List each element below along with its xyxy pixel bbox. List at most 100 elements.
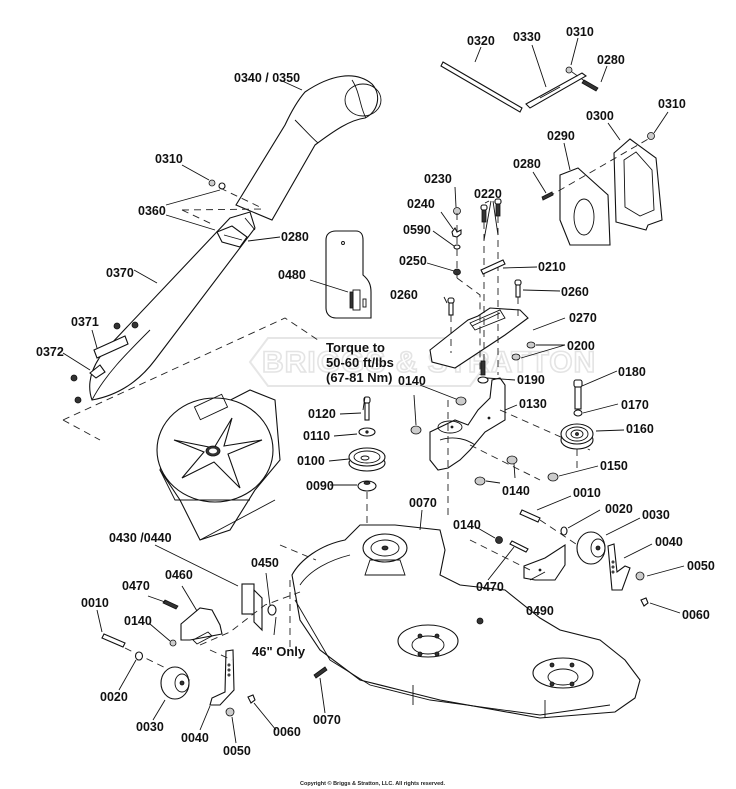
wheel-0030-left [160,666,190,700]
nut-0310-right [647,132,655,140]
label-0320: 0320 [467,34,495,48]
label-0120: 0120 [308,407,336,421]
plate-0270 [429,307,529,369]
bolt-0180 [573,379,583,410]
label-0370: 0370 [106,266,134,280]
nut-0150 [547,472,559,482]
nut-0140-b2 [506,455,518,465]
label-0190: 0190 [517,373,545,387]
bracket-0460 [180,607,223,645]
label-0460: 0460 [165,568,193,582]
label-0150: 0150 [600,459,628,473]
label-0430-0440: 0430 /0440 [109,531,172,545]
washer-0110 [358,427,376,437]
label-0070-top: 0070 [409,496,437,510]
chute-elbow-0340-0350 [235,75,382,221]
label-0090: 0090 [306,479,334,493]
wheel-0030-right [576,531,606,565]
label-0300: 0300 [586,109,614,123]
label-0140-a: 0140 [398,374,426,388]
washer-0020-left [134,651,144,661]
washer-0170 [573,409,583,417]
hardware-0310-0360 [181,179,263,226]
chute-tube-0370 [89,211,256,401]
nut-0140-a2 [455,396,467,406]
label-0490: 0490 [526,604,554,618]
blower-housing [156,389,281,541]
washer-0450 [267,604,277,616]
bolt-0120 [363,396,371,421]
plate-0300 [613,138,663,231]
label-0020-right: 0020 [605,502,633,516]
label-0140-c: 0140 [453,518,481,532]
label-0220: 0220 [474,187,502,201]
clip-0060-left [247,694,256,704]
screw-0280-mid [541,137,651,201]
label-0280-left: 0280 [281,230,309,244]
nut-0140-a1 [410,425,422,435]
label-0070-bottom: 0070 [313,713,341,727]
nut-0050-left [225,707,235,717]
clip-0060-right [640,597,649,607]
rod-0330 [525,72,587,109]
clip-0372 [70,364,106,404]
label-0040-left: 0040 [181,731,209,745]
label-0450: 0450 [251,556,279,570]
plate-0290 [559,167,611,246]
bracket-0130 [429,377,506,471]
label-0230: 0230 [424,172,452,186]
size-note: 46" Only [252,644,306,659]
label-0040-right: 0040 [655,535,683,549]
label-0050-left: 0050 [223,744,251,758]
label-0270: 0270 [569,311,597,325]
label-0130: 0130 [519,397,547,411]
label-0470-left: 0470 [122,579,150,593]
bolt-0260-left [447,297,455,353]
label-0480: 0480 [278,268,306,282]
copyright: Copyright © Briggs & Stratton, LLC. All … [300,780,446,787]
label-0030-right: 0030 [642,508,670,522]
label-0280-mid: 0280 [513,157,541,171]
label-0140-d: 0140 [124,614,152,628]
label-0590: 0590 [403,223,431,237]
bolt-0190 [477,360,489,384]
bracket-0040-left [209,649,235,706]
latch-0371 [93,321,139,359]
bearing-0090 [357,480,377,492]
washer-0020-right [560,526,568,536]
rod-0320 [440,61,523,113]
label-0100: 0100 [297,454,325,468]
label-0060-left: 0060 [273,725,301,739]
label-0010-right: 0010 [573,486,601,500]
label-0020-left: 0020 [100,690,128,704]
label-0010-left: 0010 [81,596,109,610]
label-0060-right: 0060 [682,608,710,622]
label-0310-right: 0310 [658,97,686,111]
pulley-0100 [348,447,386,472]
label-0330: 0330 [513,30,541,44]
label-0110: 0110 [303,429,330,443]
bracket-0040-right [607,543,631,591]
watermark: BRIGGS & STRATTON [248,337,596,387]
torque-note-line2: 50-60 ft/lbs [326,355,394,370]
mower-deck [291,524,641,719]
bolt-0260-right [514,279,522,316]
bolt-0470-right [509,540,529,553]
callout-labels: 0320 0330 0310 0280 0340 / 0350 0310 030… [36,25,715,758]
nut-0140-c [495,536,503,544]
label-0470-right: 0470 [476,580,504,594]
label-0210: 0210 [538,260,566,274]
bracket-0490 [523,543,566,581]
label-0030-left: 0030 [136,720,164,734]
screw-0280-top [571,71,599,92]
bolt-0070-bottom [313,666,328,679]
nut-0310-top [565,66,573,74]
label-0340-0350: 0340 / 0350 [234,71,300,85]
label-0250: 0250 [399,254,427,268]
label-0290: 0290 [547,129,575,143]
pulley-0160 [560,423,594,450]
nut-0050-right [635,571,645,581]
label-0240: 0240 [407,197,435,211]
label-0310-top: 0310 [566,25,594,39]
label-0180: 0180 [618,365,646,379]
